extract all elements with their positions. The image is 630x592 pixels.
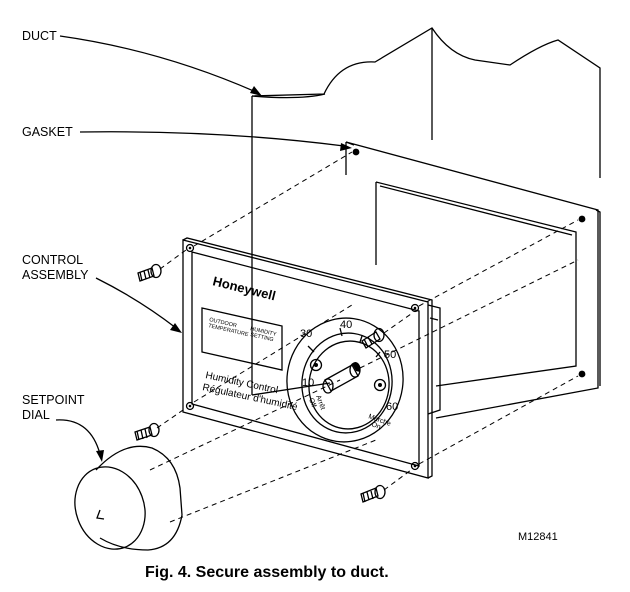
alignment-lines	[149, 151, 579, 523]
on-label-2: On	[370, 421, 381, 431]
gasket	[345, 141, 601, 419]
callout-duct: DUCT	[22, 29, 262, 96]
control-assembly-label-1: CONTROL	[22, 253, 83, 267]
dial-number-10: 10	[302, 377, 314, 389]
gasket-label: GASKET	[22, 125, 73, 139]
control-assembly-label-2: ASSEMBLY	[22, 268, 89, 282]
off-label-1: Arrêt	[314, 394, 326, 411]
dial-number-30: 30	[300, 328, 312, 340]
humidity-setting-label-1: HUMIDITY	[250, 326, 278, 338]
mounting-screw-center	[361, 327, 385, 349]
setpoint-dial-knob	[74, 445, 183, 551]
humidity-setting-label-2: SETTING	[250, 332, 275, 343]
control-assembly: Honeywell OUTDOOR TEMPERATURE HUMIDITY S…	[182, 237, 441, 479]
figure-caption: Fig. 4. Secure assembly to duct.	[145, 564, 389, 581]
setpoint-dial-label-2: DIAL	[22, 408, 50, 422]
brand-logo: Honeywell	[211, 273, 277, 303]
mounting-screw-bottom-left	[134, 422, 160, 441]
duct-label: DUCT	[22, 29, 57, 43]
setpoint-dial-label-1: SETPOINT	[22, 393, 85, 407]
duct	[251, 27, 601, 396]
figure-code: M12841	[518, 531, 558, 543]
callout-gasket: GASKET	[22, 125, 352, 151]
dial-number-60: 60	[386, 401, 398, 413]
mounting-screw-bottom	[360, 484, 386, 503]
callout-control-assembly: CONTROL ASSEMBLY	[22, 253, 182, 333]
dial-number-40: 40	[340, 319, 352, 331]
dial-shaft	[322, 362, 361, 394]
mounting-screw-top-left	[137, 263, 162, 282]
callout-setpoint-dial: SETPOINT DIAL	[22, 393, 104, 462]
off-label-2: Off	[307, 397, 317, 408]
